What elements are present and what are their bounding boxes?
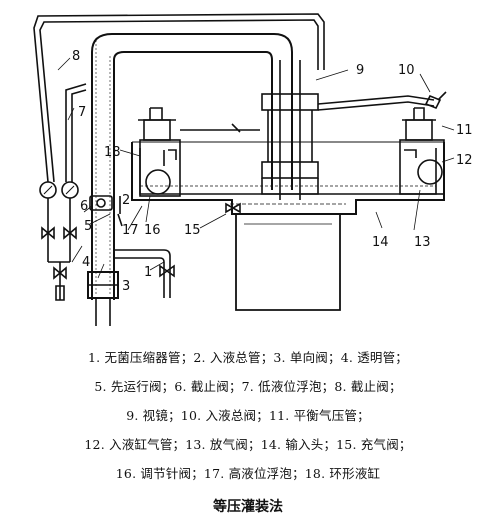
callout-5: 5 [84,219,92,234]
callout-13: 13 [414,235,431,250]
callout-4: 4 [82,255,90,270]
callout-3: 3 [122,279,130,294]
legend-line-3: 9. 视镜；10. 入液总阀；11. 平衡气压管； [126,408,370,423]
callout-8: 8 [72,49,80,64]
callout-7: 7 [78,105,86,120]
legend-line-1: 1. 无菌压缩器管；2. 入液总管；3. 单向阀；4. 透明管； [88,350,408,365]
callout-15: 15 [184,223,201,238]
isobaric-filler-diagram: 1 2 3 4 5 6 7 8 9 10 11 12 13 14 15 16 1… [33,13,473,326]
callout-18: 18 [104,145,121,160]
callout-9: 9 [356,63,364,78]
callout-14: 14 [372,235,389,250]
callout-1: 1 [144,265,152,280]
callout-16: 16 [144,223,161,238]
callout-10: 10 [398,63,415,78]
callout-17: 17 [122,223,139,238]
callout-11: 11 [456,123,473,138]
callout-2: 2 [122,193,130,208]
legend-line-2: 5. 先运行阀；6. 截止阀；7. 低液位浮泡；8. 截止阀； [94,379,402,394]
figure-caption: 等压灌装法 [213,499,283,515]
legend-line-4: 12. 入液缸气管；13. 放气阀；14. 输入头；15. 充气阀； [84,437,412,452]
callout-12: 12 [456,153,473,168]
callout-6: 6 [80,199,88,214]
legend-line-5: 16. 调节针阀；17. 高液位浮泡；18. 环形液缸 [115,466,381,481]
